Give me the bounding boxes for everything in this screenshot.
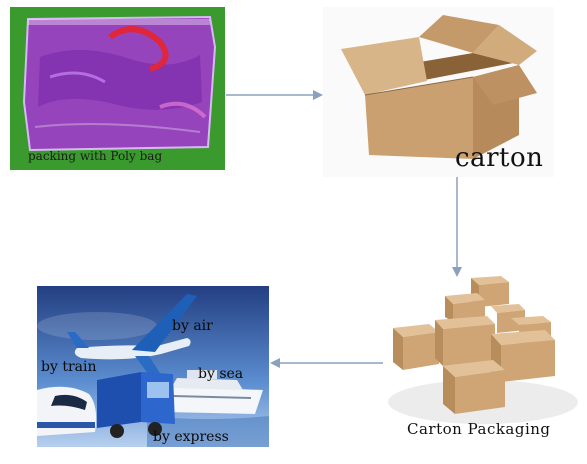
transport-collage-icon [37,286,269,447]
ship-icon [147,370,269,447]
carton-photo [323,7,554,177]
carton-caption: carton [455,143,544,173]
by-express-label: by express [153,429,229,445]
arrow-head-left-icon [270,358,280,368]
truck-icon [97,372,175,438]
airplane-icon [67,294,197,386]
open-carton-icon [323,7,554,177]
carton-packaging-photo [383,262,579,452]
train-icon [37,386,97,436]
poly-bag-photo [10,7,225,170]
shipping-methods-photo [37,286,269,447]
by-air-label: by air [172,318,213,334]
by-sea-label: by sea [198,366,244,382]
carton-packaging-caption: Carton Packaging [407,420,551,438]
arrow-head-down-icon [452,267,462,277]
poly-bag-caption: packing with Poly bag [28,149,163,163]
poly-bag-icon [10,7,225,170]
by-train-label: by train [41,359,97,375]
stacked-boxes-icon [383,262,579,452]
arrow-head-right-icon [313,90,323,100]
